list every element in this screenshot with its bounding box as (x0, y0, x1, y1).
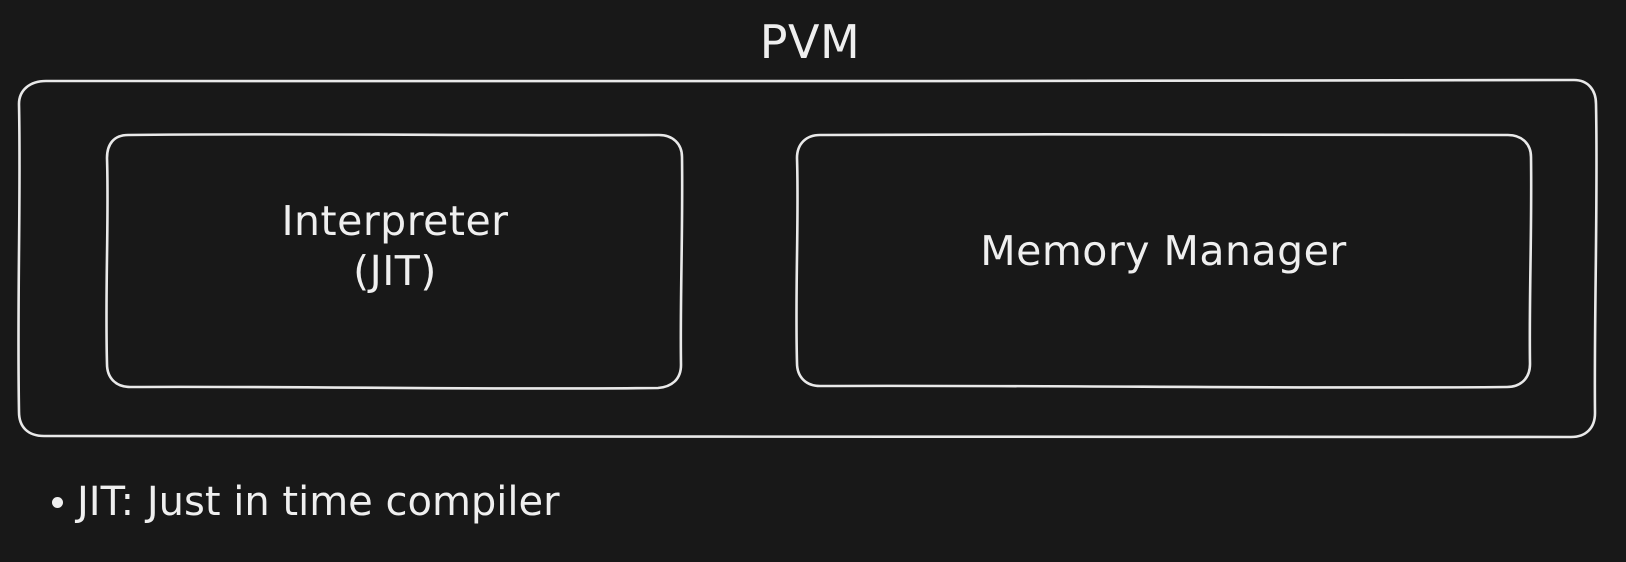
memory-manager-box (795, 132, 1533, 389)
interpreter-label-line1: Interpreter (281, 197, 509, 245)
pvm-container-box (17, 78, 1598, 439)
bullet-icon (52, 496, 63, 508)
interpreter-box (105, 132, 684, 390)
interpreter-label: Interpreter (JIT) (107, 196, 683, 296)
interpreter-label-line2: (JIT) (353, 247, 437, 295)
pvm-title: PVM (759, 15, 861, 69)
jit-note: JIT: Just in time compiler (52, 474, 560, 530)
memory-manager-label: Memory Manager (980, 227, 1347, 275)
jit-note-text: JIT: Just in time compiler (77, 479, 560, 525)
